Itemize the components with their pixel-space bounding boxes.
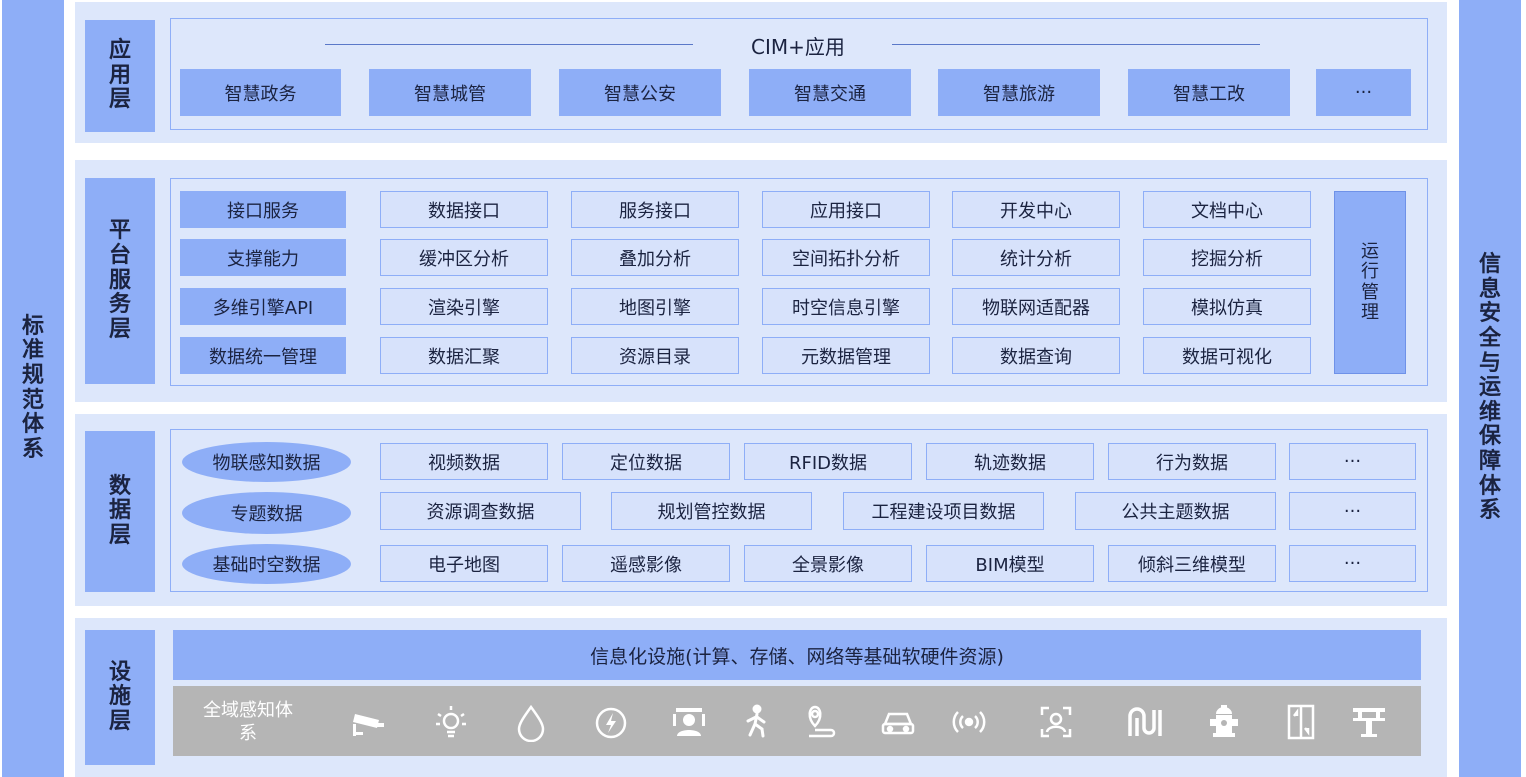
application-layer-label-text: 应用层 (108, 38, 131, 113)
data-frame (170, 429, 1428, 592)
cim-title-line-right (892, 44, 1260, 45)
data-item: 全景影像 (744, 545, 912, 582)
data-layer: 数据层 物联感知数据 专题数据 基础时空数据 视频数据 定位数据 RFID数据 … (75, 414, 1447, 606)
platform-item: 数据汇聚 (380, 337, 548, 374)
cim-app-frame (170, 18, 1428, 130)
street-light-icon (436, 706, 466, 738)
data-item: 电子地图 (380, 545, 548, 582)
platform-item: 统计分析 (952, 239, 1120, 276)
platform-item: 应用接口 (762, 191, 930, 228)
water-drop-icon (517, 704, 545, 742)
fire-hydrant-icon (1210, 705, 1238, 737)
security-ops-system-label: 信息安全与运维保障体系 (1478, 252, 1501, 524)
application-layer-label: 应用层 (85, 20, 155, 132)
platform-layer-label: 平台服务层 (85, 178, 155, 384)
data-item: 资源调查数据 (380, 492, 581, 530)
infrastructure-layer-label: 设施层 (85, 630, 155, 765)
app-item: 智慧旅游 (938, 69, 1100, 116)
platform-item: 数据可视化 (1143, 337, 1311, 374)
data-item: 规划管控数据 (611, 492, 812, 530)
app-item-more: ··· (1316, 69, 1411, 116)
platform-item: 物联网适配器 (952, 288, 1120, 325)
person-id-icon (673, 708, 705, 736)
elevator-icon (1287, 704, 1315, 740)
app-item: 智慧工改 (1128, 69, 1290, 116)
platform-frame (170, 178, 1428, 386)
platform-item: 渲染引擎 (380, 288, 548, 325)
operations-management-box: 运行管理 (1334, 191, 1406, 374)
app-item: 智慧公安 (559, 69, 721, 116)
data-item: 轨迹数据 (926, 443, 1094, 480)
platform-item: 叠加分析 (571, 239, 739, 276)
app-item: 智慧城管 (369, 69, 531, 116)
it-facilities-bar: 信息化设施(计算、存储、网络等基础软硬件资源) (173, 630, 1421, 680)
platform-item: 地图引擎 (571, 288, 739, 325)
security-ops-system-bar: 信息安全与运维保障体系 (1459, 0, 1521, 777)
app-item: 智慧交通 (749, 69, 911, 116)
platform-item: 空间拓扑分析 (762, 239, 930, 276)
data-item-more: ··· (1289, 492, 1416, 530)
standards-system-bar: 标准规范体系 (2, 0, 64, 777)
pipeline-icon (1128, 707, 1162, 736)
platform-item: 开发中心 (952, 191, 1120, 228)
data-row-head: 物联感知数据 (182, 442, 351, 482)
platform-row-head: 接口服务 (180, 191, 346, 228)
platform-item: 数据查询 (952, 337, 1120, 374)
power-meter-icon (595, 707, 627, 739)
app-item: 智慧政务 (180, 69, 341, 116)
cim-title-line-left (325, 44, 693, 45)
data-row-head: 基础时空数据 (182, 544, 351, 584)
data-layer-label: 数据层 (85, 431, 155, 592)
platform-item: 挖掘分析 (1143, 239, 1311, 276)
perception-system-strip: 全域感知体系 (173, 686, 1421, 756)
operations-management-label: 运行管理 (1361, 241, 1379, 323)
wireless-signal-icon (952, 711, 986, 733)
platform-row-head: 支撑能力 (180, 239, 346, 276)
platform-item: 文档中心 (1143, 191, 1311, 228)
data-item: 工程建设项目数据 (843, 492, 1044, 530)
data-item: 倾斜三维模型 (1108, 545, 1276, 582)
location-route-icon (808, 705, 836, 738)
platform-item: 时空信息引擎 (762, 288, 930, 325)
bridge-icon (1353, 708, 1385, 737)
platform-item: 数据接口 (380, 191, 548, 228)
platform-row-head: 多维引擎API (180, 288, 346, 325)
platform-service-layer: 平台服务层 接口服务 支撑能力 多维引擎API 数据统一管理 数据接口 服务接口… (75, 160, 1447, 402)
data-item: BIM模型 (926, 545, 1094, 582)
data-item: 视频数据 (380, 443, 548, 480)
data-item: RFID数据 (744, 443, 912, 480)
cim-app-title: CIM+应用 (751, 35, 845, 59)
face-scan-icon (1040, 706, 1072, 738)
perception-system-label: 全域感知体系 (203, 700, 293, 744)
data-item-more: ··· (1289, 443, 1416, 480)
platform-row-head: 数据统一管理 (180, 337, 346, 374)
platform-item: 元数据管理 (762, 337, 930, 374)
data-item-more: ··· (1289, 545, 1416, 582)
cctv-camera-icon (353, 714, 384, 736)
application-layer: 应用层 CIM+应用 智慧政务 智慧城管 智慧公安 智慧交通 智慧旅游 智慧工改… (75, 2, 1447, 143)
infrastructure-layer-label-text: 设施层 (108, 659, 131, 734)
pedestrian-icon (746, 704, 766, 738)
car-icon (881, 712, 915, 735)
platform-item: 资源目录 (571, 337, 739, 374)
data-item: 公共主题数据 (1075, 492, 1276, 530)
platform-layer-label-text: 平台服务层 (108, 218, 131, 342)
platform-item: 模拟仿真 (1143, 288, 1311, 325)
data-item: 定位数据 (562, 443, 730, 480)
data-layer-label-text: 数据层 (108, 473, 131, 548)
standards-system-label: 标准规范体系 (21, 313, 44, 462)
data-item: 遥感影像 (562, 545, 730, 582)
platform-item: 缓冲区分析 (380, 239, 548, 276)
data-item: 行为数据 (1108, 443, 1276, 480)
platform-item: 服务接口 (571, 191, 739, 228)
data-row-head: 专题数据 (182, 492, 351, 534)
